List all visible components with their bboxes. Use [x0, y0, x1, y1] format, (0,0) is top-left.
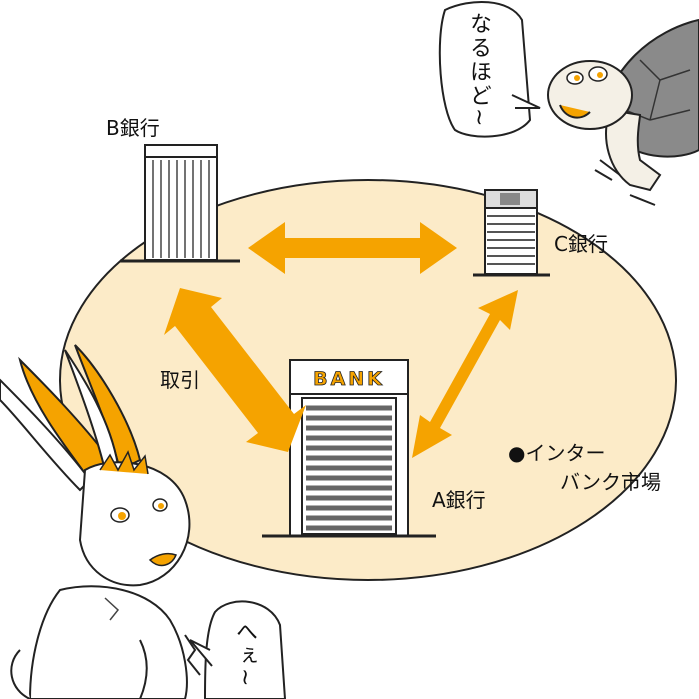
arrow-b-a	[164, 288, 306, 452]
bank-b-label: B銀行	[106, 116, 160, 140]
torihiki-label: 取引	[160, 368, 200, 392]
rabbit-speech-bubble	[189, 600, 287, 699]
bank-c-building	[473, 189, 550, 277]
bank-b-building	[120, 144, 240, 263]
arrow-b-c	[248, 222, 457, 274]
bank-sign-text: BANK	[313, 368, 385, 390]
turtle-speech-text: なるほど~	[466, 12, 491, 129]
bank-c-label: C銀行	[554, 232, 608, 256]
interbank-market-label-line1: ●インター	[508, 441, 606, 465]
turtle-speech-bubble	[438, 1, 541, 138]
bank-a-building: BANK	[262, 359, 436, 538]
rabbit-icon	[0, 344, 201, 699]
bank-a-label: A銀行	[432, 488, 486, 512]
rabbit-speech-text: へぇ~	[232, 620, 257, 689]
interbank-market-label-line2: バンク市場	[560, 470, 661, 494]
arrow-c-a	[412, 290, 518, 458]
turtle-icon	[547, 18, 699, 206]
